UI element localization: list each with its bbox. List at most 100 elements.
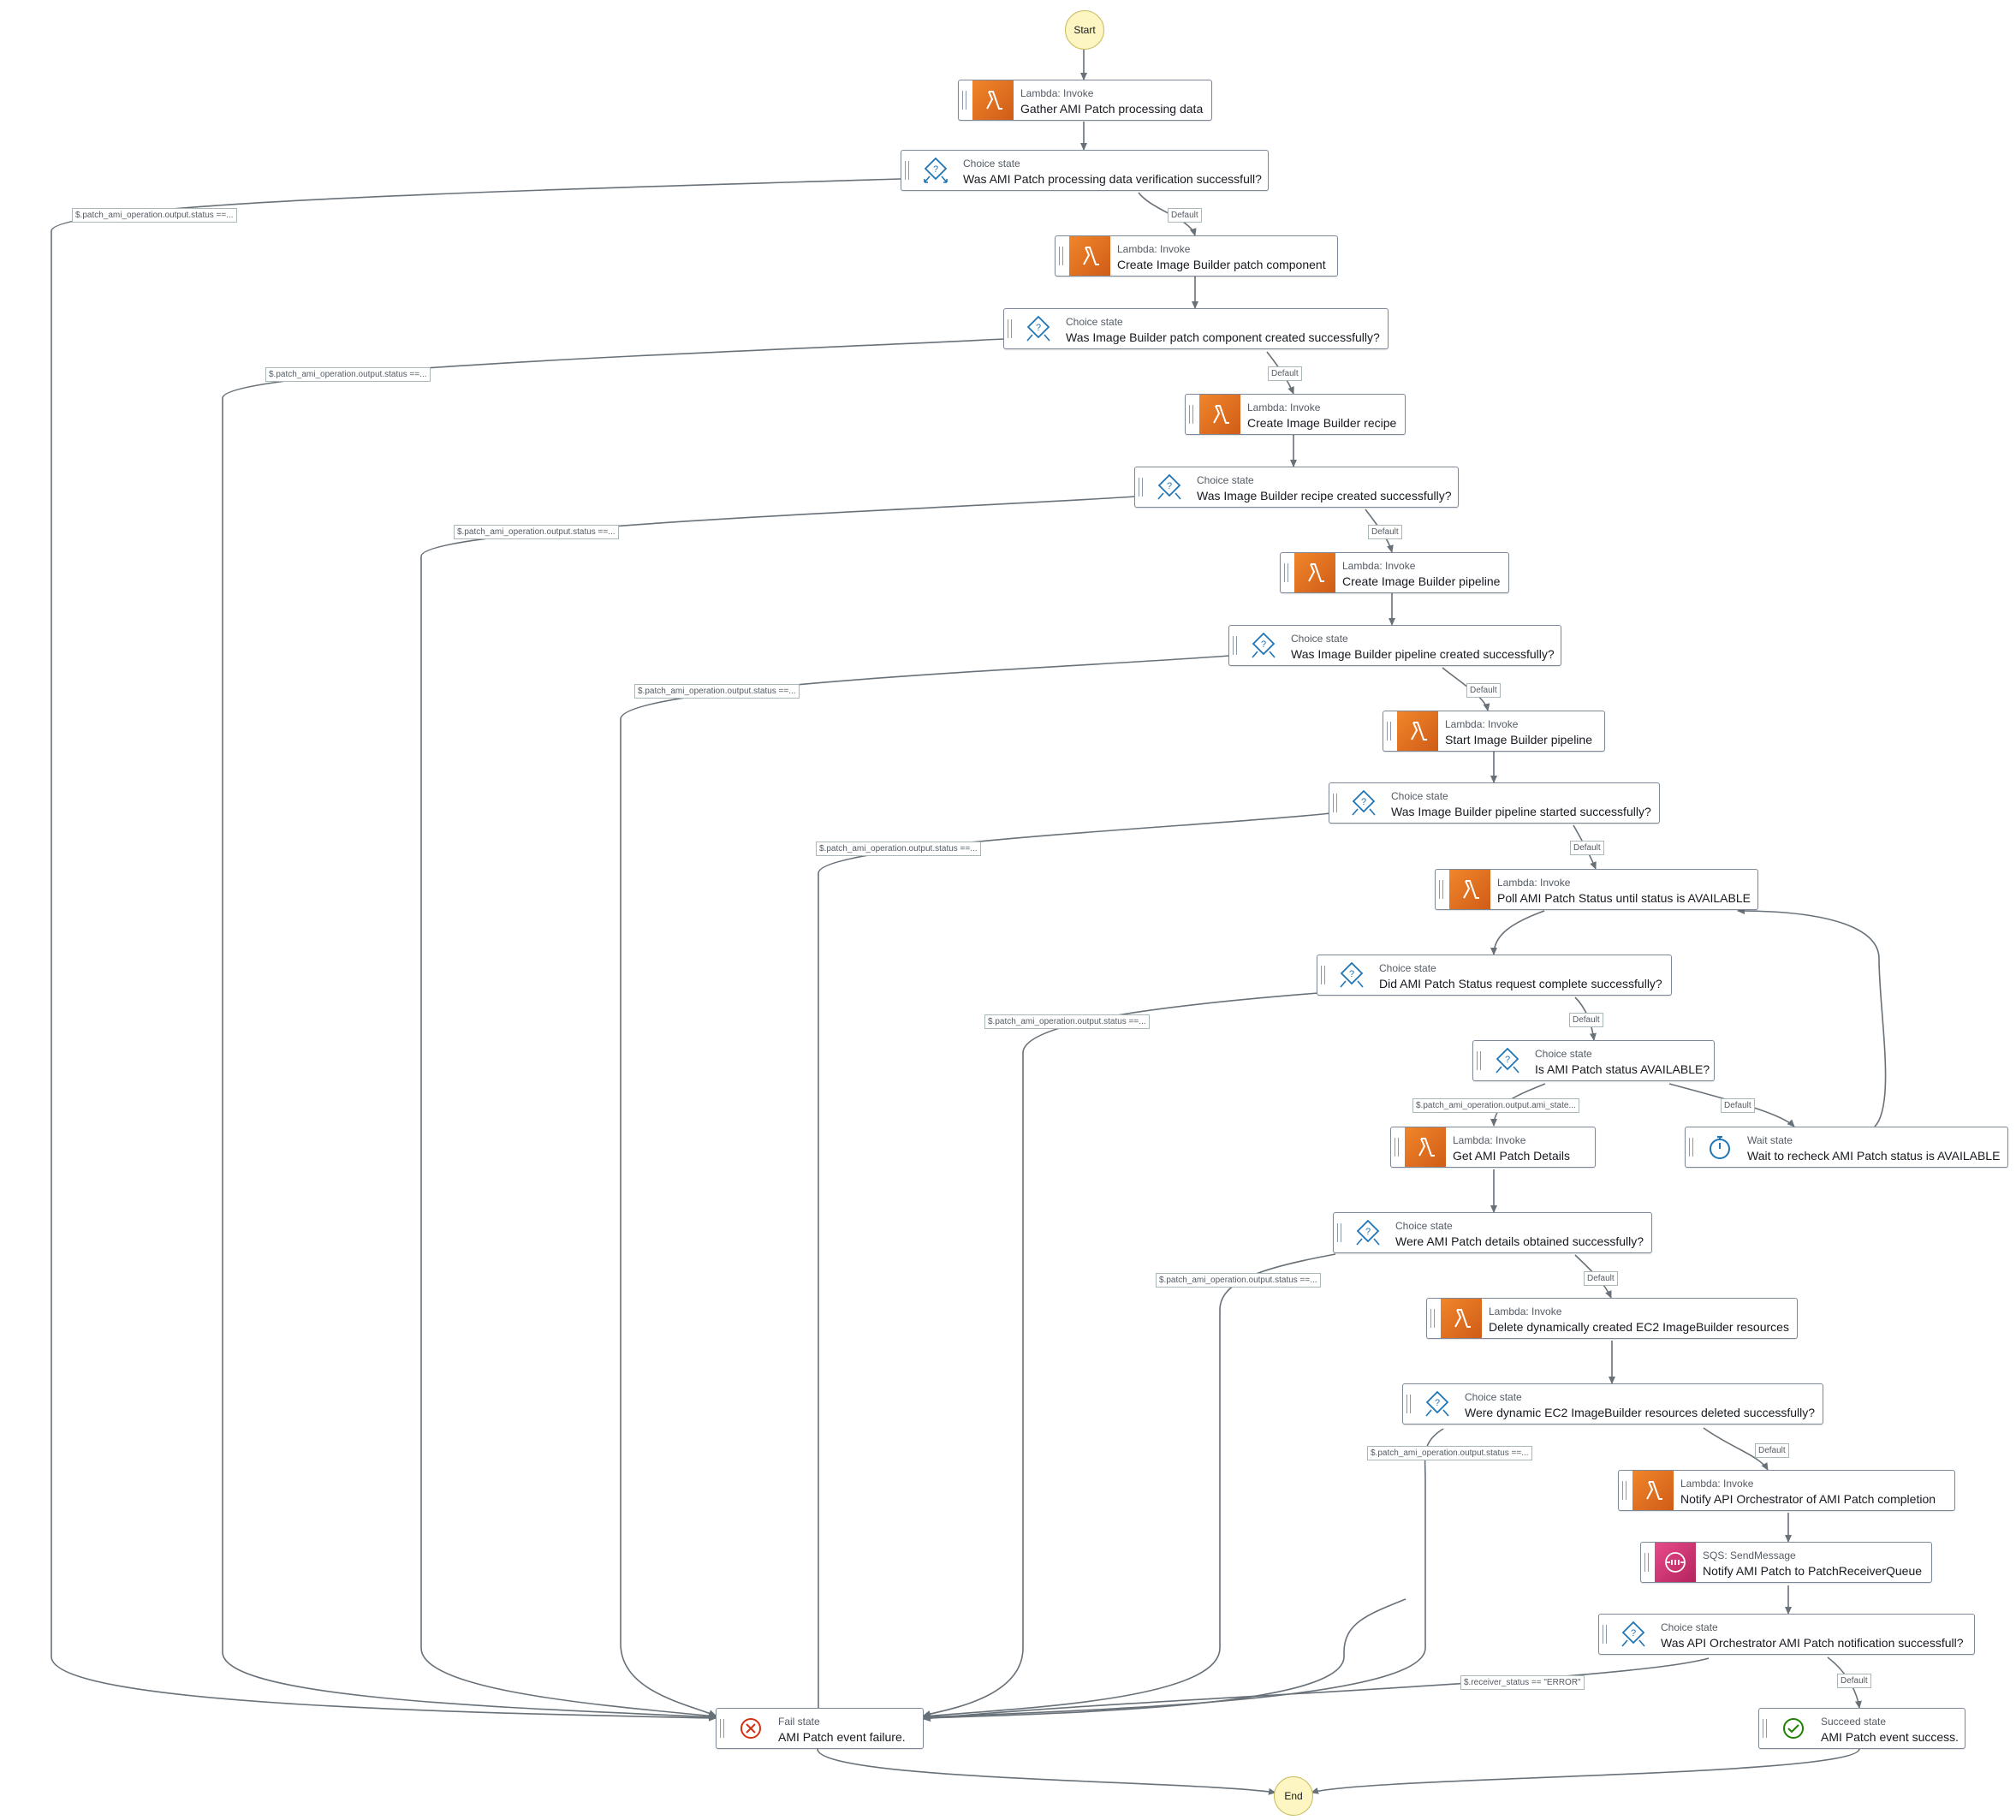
state-choice-pipeline-started[interactable]: ? Choice state Was Image Builder pipelin…	[1329, 782, 1660, 824]
choice-icon: ?	[1347, 1213, 1389, 1252]
svg-text:?: ?	[1435, 1398, 1440, 1408]
edge-label-condition[interactable]: $.patch_ami_operation.output.status ==..…	[1367, 1446, 1532, 1460]
drag-handle-icon[interactable]	[1689, 1138, 1693, 1157]
state-start-pipeline[interactable]: Lambda: Invoke Start Image Builder pipel…	[1383, 711, 1605, 752]
drag-handle-icon[interactable]	[1233, 636, 1237, 655]
edge-label-condition[interactable]: $.patch_ami_operation.output.status ==..…	[72, 208, 237, 223]
edge-label-default[interactable]: Default	[1755, 1443, 1789, 1458]
choice-icon: ?	[1149, 467, 1190, 507]
edge-label-condition[interactable]: $.patch_ami_operation.output.status ==..…	[265, 367, 431, 382]
drag-handle-icon[interactable]	[1189, 405, 1193, 424]
state-poll-status[interactable]: Lambda: Invoke Poll AMI Patch Status unt…	[1435, 869, 1758, 910]
drag-handle-icon[interactable]	[1644, 1553, 1649, 1572]
state-succeed[interactable]: Succeed state AMI Patch event success.	[1758, 1708, 1965, 1749]
drag-handle-icon[interactable]	[1008, 319, 1012, 338]
state-create-patch-component[interactable]: Lambda: Invoke Create Image Builder patc…	[1055, 235, 1338, 277]
state-label: Were dynamic EC2 ImageBuilder resources …	[1465, 1406, 1816, 1419]
state-type: Choice state	[1379, 962, 1436, 974]
svg-text:?: ?	[1167, 481, 1172, 491]
drag-handle-icon[interactable]	[1622, 1481, 1626, 1500]
drag-handle-icon[interactable]	[1321, 966, 1325, 984]
edge-label-default[interactable]: Default	[1570, 841, 1604, 855]
edge-label-default[interactable]: Default	[1569, 1013, 1603, 1027]
state-label: Was Image Builder patch component create…	[1066, 330, 1380, 344]
drag-handle-icon[interactable]	[1059, 247, 1063, 265]
edge-label-condition[interactable]: $.patch_ami_operation.output.status ==..…	[454, 525, 619, 539]
edge-label-default[interactable]: Default	[1466, 683, 1501, 698]
edge-label-default[interactable]: Default	[1268, 366, 1302, 381]
drag-handle-icon[interactable]	[1333, 794, 1337, 812]
state-label: Create Image Builder recipe	[1247, 416, 1397, 430]
state-label: Wait to recheck AMI Patch status is AVAI…	[1747, 1149, 2001, 1163]
lambda-icon	[1294, 553, 1335, 592]
start-node[interactable]: Start	[1065, 10, 1104, 50]
state-type: Lambda: Invoke	[1342, 560, 1416, 572]
drag-handle-icon[interactable]	[962, 91, 966, 110]
fail-icon	[730, 1709, 771, 1748]
edge-label-condition[interactable]: $.patch_ami_operation.output.status ==..…	[816, 842, 981, 856]
drag-handle-icon[interactable]	[905, 161, 909, 180]
state-get-details[interactable]: Lambda: Invoke Get AMI Patch Details	[1390, 1127, 1596, 1168]
state-type: Lambda: Invoke	[1020, 87, 1094, 99]
drag-handle-icon[interactable]	[1406, 1395, 1411, 1413]
drag-handle-icon[interactable]	[1139, 478, 1143, 497]
edge-label-condition[interactable]: $.patch_ami_operation.output.status ==..…	[1156, 1273, 1321, 1288]
timer-icon	[1699, 1127, 1740, 1167]
drag-handle-icon[interactable]	[1603, 1625, 1607, 1644]
state-gather-data[interactable]: Lambda: Invoke Gather AMI Patch processi…	[958, 80, 1212, 121]
edge-label-condition[interactable]: $.patch_ami_operation.output.status ==..…	[984, 1014, 1150, 1029]
edge-label-default[interactable]: Default	[1368, 525, 1402, 539]
state-wait-recheck[interactable]: Wait state Wait to recheck AMI Patch sta…	[1685, 1127, 2008, 1168]
state-type: Lambda: Invoke	[1445, 718, 1519, 730]
end-node[interactable]: End	[1274, 1776, 1313, 1816]
state-create-recipe[interactable]: Lambda: Invoke Create Image Builder reci…	[1185, 394, 1406, 435]
state-delete-resources[interactable]: Lambda: Invoke Delete dynamically create…	[1426, 1298, 1798, 1339]
drag-handle-icon[interactable]	[720, 1719, 724, 1738]
drag-handle-icon[interactable]	[1477, 1051, 1481, 1070]
edge-label-default[interactable]: Default	[1168, 208, 1202, 223]
choice-icon: ?	[1613, 1615, 1654, 1654]
svg-text:?: ?	[1505, 1055, 1510, 1065]
state-choice-patch-component[interactable]: ? Choice state Was Image Builder patch c…	[1003, 308, 1389, 349]
state-label: Was API Orchestrator AMI Patch notificat…	[1661, 1636, 1964, 1650]
state-type: Lambda: Invoke	[1497, 877, 1571, 889]
state-label: Delete dynamically created EC2 ImageBuil…	[1489, 1320, 1789, 1334]
state-choice-pipeline[interactable]: ? Choice state Was Image Builder pipelin…	[1228, 625, 1561, 666]
state-sqs-send[interactable]: SQS: SendMessage Notify AMI Patch to Pat…	[1640, 1542, 1932, 1583]
lambda-icon	[1199, 395, 1240, 434]
state-choice-verification[interactable]: ? Choice state Was AMI Patch processing …	[901, 150, 1269, 191]
state-fail[interactable]: Fail state AMI Patch event failure.	[716, 1708, 924, 1749]
drag-handle-icon[interactable]	[1439, 880, 1443, 899]
choice-icon: ?	[1343, 783, 1384, 823]
edge-label-condition[interactable]: $.patch_ami_operation.output.ami_state..…	[1412, 1098, 1579, 1113]
sqs-icon	[1655, 1543, 1696, 1582]
state-type: Choice state	[1395, 1220, 1453, 1232]
state-create-pipeline[interactable]: Lambda: Invoke Create Image Builder pipe…	[1280, 552, 1509, 593]
drag-handle-icon[interactable]	[1337, 1223, 1341, 1242]
edge-label-default[interactable]: Default	[1721, 1098, 1755, 1113]
drag-handle-icon[interactable]	[1284, 563, 1288, 582]
state-choice-status-available[interactable]: ? Choice state Is AMI Patch status AVAIL…	[1472, 1040, 1715, 1081]
drag-handle-icon[interactable]	[1387, 722, 1391, 740]
state-choice-details[interactable]: ? Choice state Were AMI Patch details ob…	[1333, 1212, 1652, 1253]
state-choice-delete[interactable]: ? Choice state Were dynamic EC2 ImageBui…	[1402, 1383, 1823, 1424]
state-label: Poll AMI Patch Status until status is AV…	[1497, 891, 1751, 905]
drag-handle-icon[interactable]	[1763, 1719, 1767, 1738]
choice-icon: ?	[1018, 309, 1059, 348]
drag-handle-icon[interactable]	[1395, 1138, 1399, 1157]
drag-handle-icon[interactable]	[1430, 1309, 1435, 1328]
state-notify-orchestrator[interactable]: Lambda: Invoke Notify API Orchestrator o…	[1618, 1470, 1955, 1511]
edge-label-condition[interactable]: $.receiver_status == "ERROR"	[1460, 1675, 1585, 1690]
state-choice-recipe[interactable]: ? Choice state Was Image Builder recipe …	[1134, 467, 1459, 508]
state-label: Were AMI Patch details obtained successf…	[1395, 1234, 1644, 1248]
state-label: Start Image Builder pipeline	[1445, 733, 1592, 746]
state-choice-status-request[interactable]: ? Choice state Did AMI Patch Status requ…	[1317, 955, 1672, 996]
edge-label-default[interactable]: Default	[1584, 1271, 1618, 1286]
edge-label-default[interactable]: Default	[1837, 1674, 1871, 1688]
state-choice-notification[interactable]: ? Choice state Was API Orchestrator AMI …	[1598, 1614, 1975, 1655]
state-type: Lambda: Invoke	[1453, 1134, 1526, 1146]
edge-label-condition[interactable]: $.patch_ami_operation.output.status ==..…	[634, 684, 800, 699]
state-type: Choice state	[1197, 474, 1254, 486]
state-label: Is AMI Patch status AVAILABLE?	[1535, 1062, 1710, 1076]
